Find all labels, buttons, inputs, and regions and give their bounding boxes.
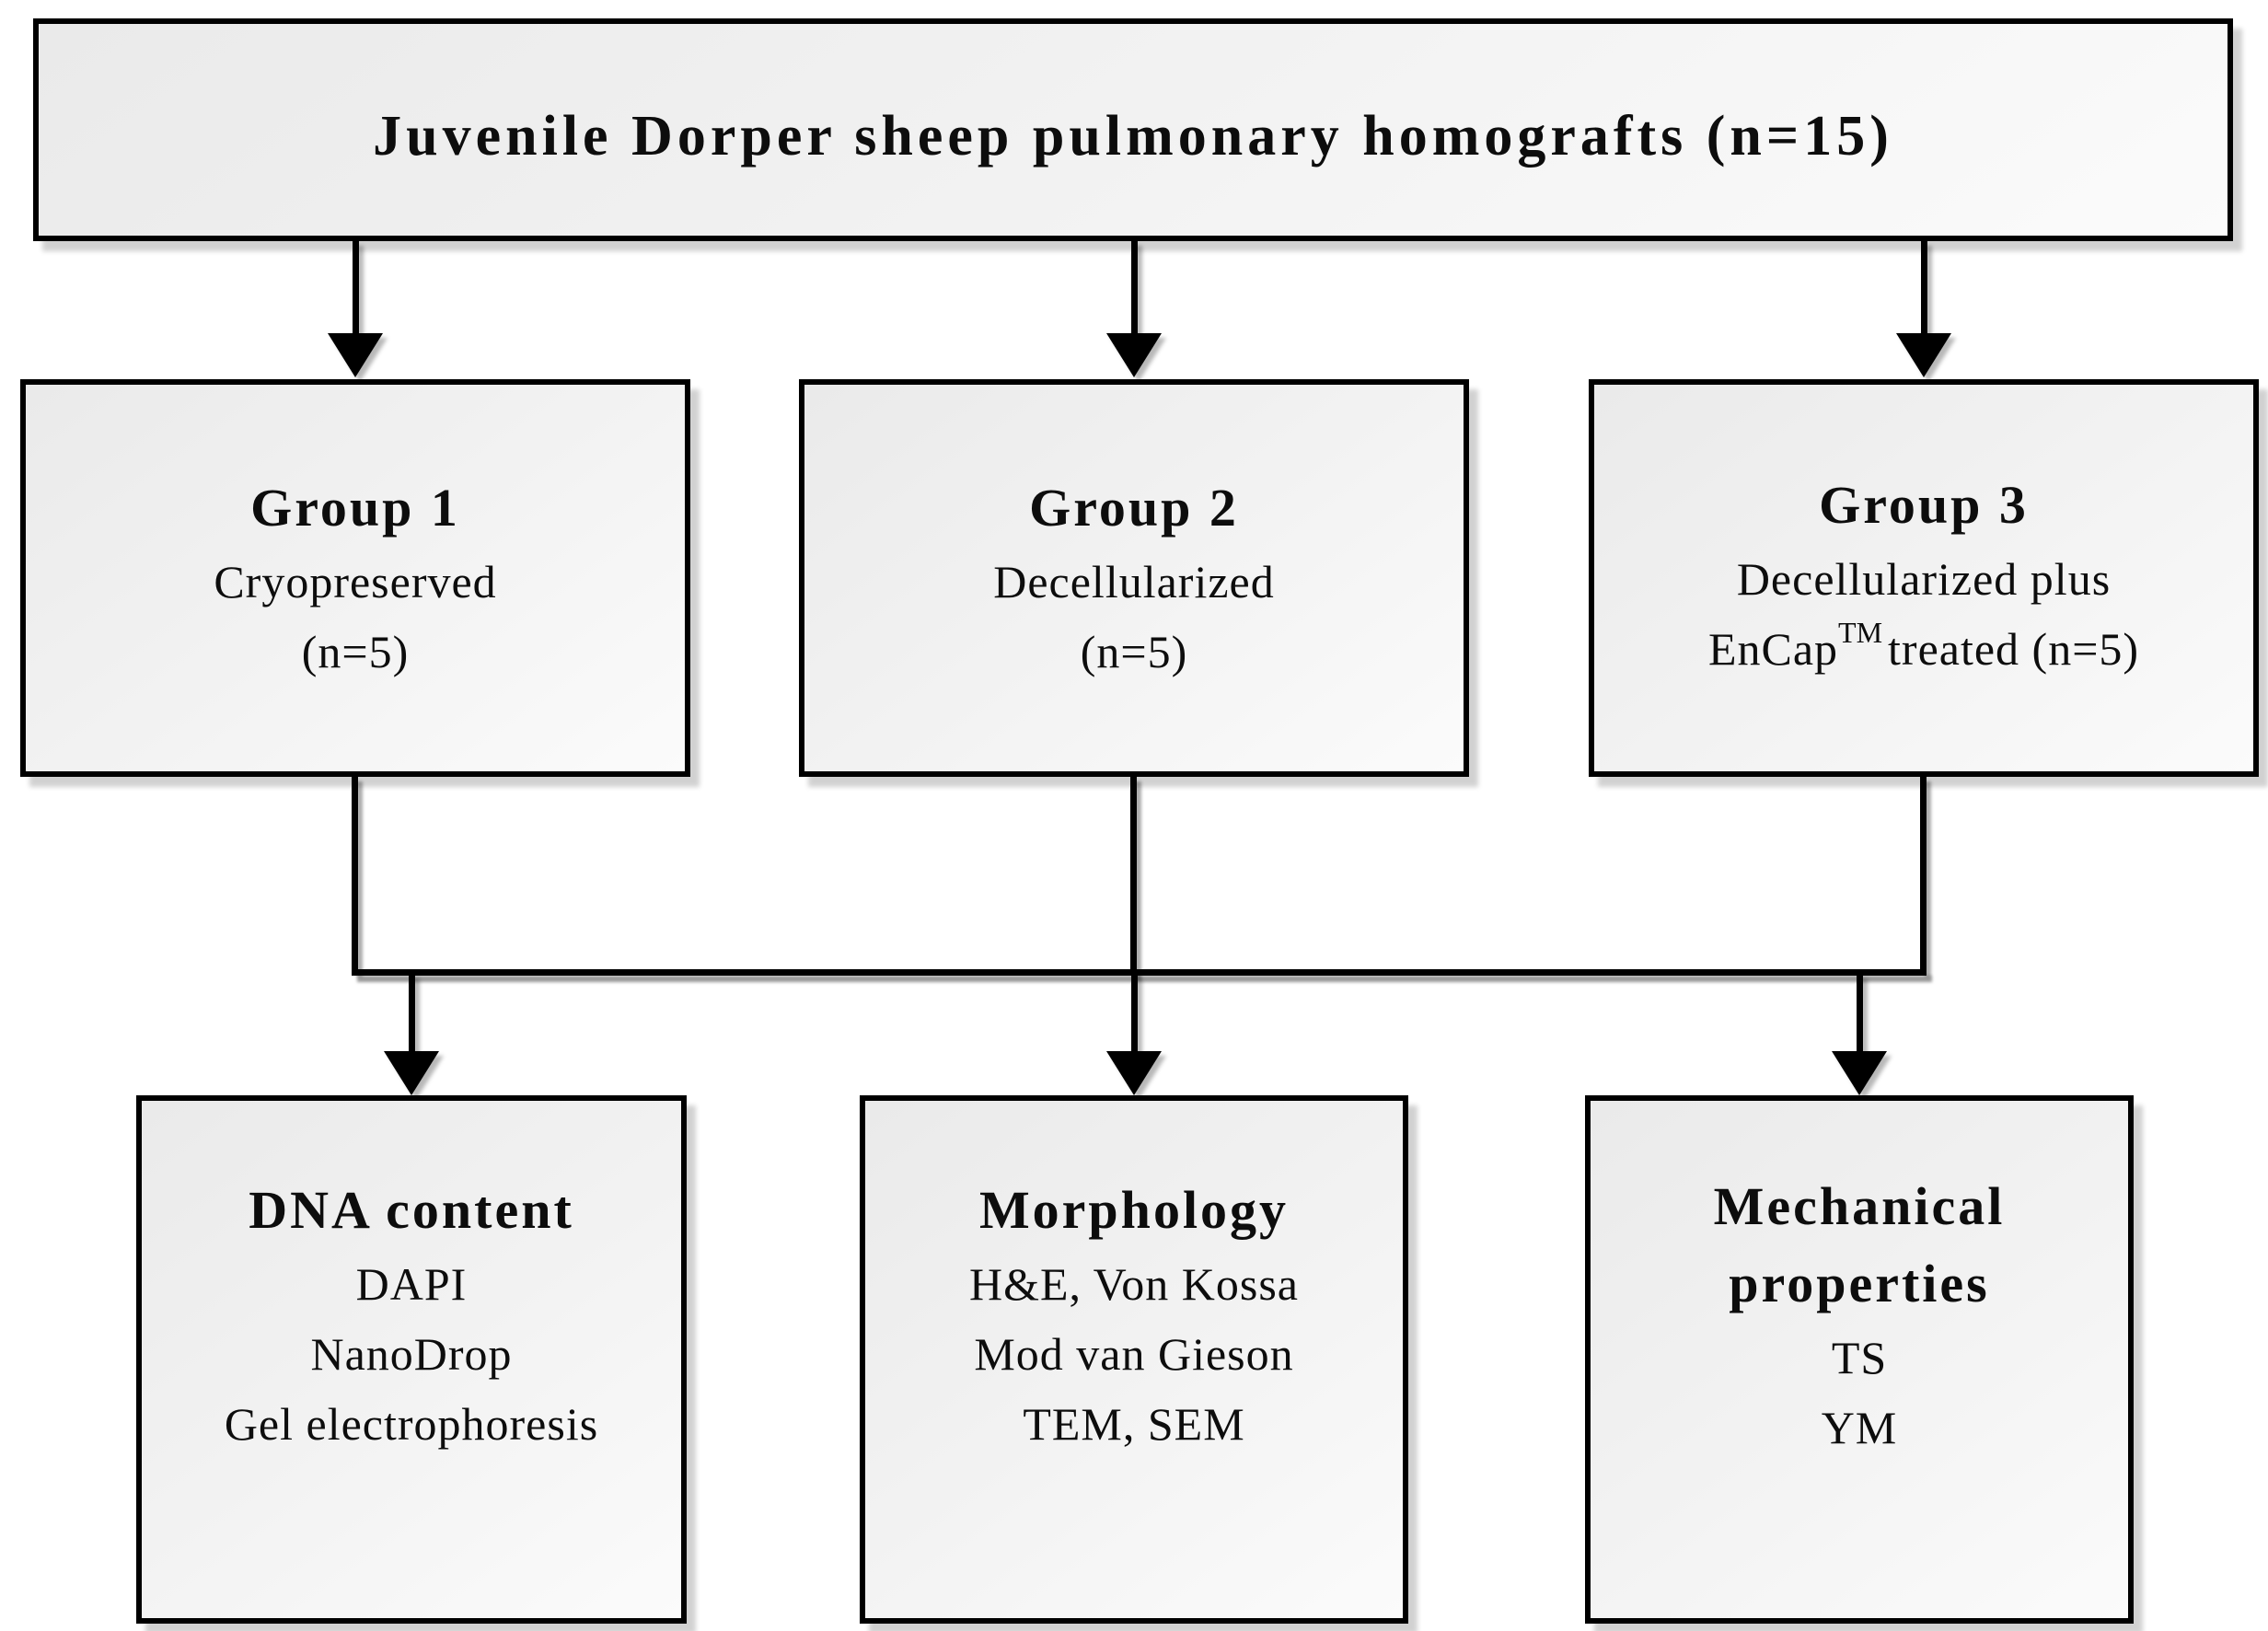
group1-line2: (n=5) bbox=[301, 626, 410, 677]
connector-group1-drop bbox=[352, 777, 358, 972]
arrowhead-down-icon bbox=[328, 333, 383, 377]
arrow-root-to-group1 bbox=[328, 241, 383, 377]
dna-content-heading: DNA content bbox=[249, 1180, 574, 1240]
arrowhead-down-icon bbox=[1106, 1051, 1162, 1095]
mechanical-properties-line2: YM bbox=[1821, 1402, 1898, 1453]
group3-line2-pre: EnCap bbox=[1707, 623, 1839, 675]
connector-bus bbox=[352, 969, 1927, 976]
node-mechanical-properties: Mechanical properties TS YM bbox=[1585, 1095, 2134, 1624]
morphology-line1: H&E, Von Kossa bbox=[968, 1258, 1300, 1310]
arrow-stem bbox=[1130, 241, 1138, 333]
arrow-bus-to-dna-content bbox=[384, 974, 439, 1095]
arrowhead-down-icon bbox=[1832, 1051, 1887, 1095]
arrow-stem bbox=[1920, 241, 1927, 333]
group2-line2: (n=5) bbox=[1080, 626, 1188, 677]
connector-group2-drop bbox=[1130, 777, 1137, 976]
node-root: Juvenile Dorper sheep pulmonary homograf… bbox=[33, 18, 2233, 241]
morphology-heading: Morphology bbox=[978, 1180, 1290, 1240]
arrowhead-down-icon bbox=[1896, 333, 1951, 377]
connector-group3-drop bbox=[1920, 777, 1927, 972]
arrow-root-to-group3 bbox=[1896, 241, 1951, 377]
node-morphology: Morphology H&E, Von Kossa Mod van Gieson… bbox=[860, 1095, 1408, 1624]
arrow-stem bbox=[352, 241, 359, 333]
morphology-line2: Mod van Gieson bbox=[974, 1328, 1294, 1380]
dna-content-line1: DAPI bbox=[355, 1258, 468, 1310]
group2-line1: Decellularized bbox=[993, 556, 1275, 607]
arrowhead-down-icon bbox=[384, 1051, 439, 1095]
arrow-stem bbox=[408, 974, 415, 1051]
node-group2: Group 2 Decellularized (n=5) bbox=[799, 379, 1469, 777]
mechanical-properties-heading: Mechanical properties bbox=[1713, 1176, 2006, 1313]
arrowhead-down-icon bbox=[1106, 333, 1162, 377]
group1-line1: Cryopreserved bbox=[214, 556, 497, 607]
group2-heading: Group 2 bbox=[1029, 478, 1239, 538]
arrow-bus-to-morphology bbox=[1106, 974, 1162, 1095]
group3-line2-post: treated (n=5) bbox=[1888, 623, 2140, 675]
arrow-root-to-group2 bbox=[1106, 241, 1162, 377]
group3-line1: Decellularized plus bbox=[1736, 553, 2112, 605]
dna-content-line3: Gel electrophoresis bbox=[224, 1398, 599, 1450]
node-group1: Group 1 Cryopreserved (n=5) bbox=[20, 379, 690, 777]
root-label: Juvenile Dorper sheep pulmonary homograf… bbox=[373, 105, 1893, 168]
group1-heading: Group 1 bbox=[250, 478, 460, 538]
mechanical-properties-line1: TS bbox=[1831, 1332, 1888, 1383]
arrow-bus-to-mechanical bbox=[1832, 974, 1887, 1095]
trademark-superscript: TM bbox=[1838, 616, 1883, 649]
morphology-line3: TEM, SEM bbox=[1023, 1398, 1245, 1450]
group3-heading: Group 3 bbox=[1819, 475, 2029, 535]
arrow-stem bbox=[1856, 974, 1863, 1051]
node-dna-content: DNA content DAPI NanoDrop Gel electropho… bbox=[136, 1095, 687, 1624]
arrow-stem bbox=[1130, 974, 1138, 1051]
dna-content-line2: NanoDrop bbox=[310, 1328, 513, 1380]
